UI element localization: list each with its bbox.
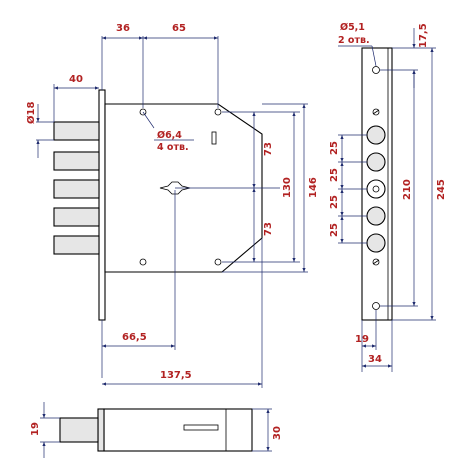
dim-25-1: 25 <box>329 141 340 155</box>
mount-hole-1 <box>139 108 147 116</box>
dim-137-5: 137,5 <box>160 370 192 381</box>
dim-73-top: 73 <box>263 142 274 156</box>
dim-side-19: 19 <box>30 422 41 436</box>
dim-73-bottom: 73 <box>263 222 274 236</box>
faceplate-bolt-1 <box>366 125 386 145</box>
side-slot <box>183 424 219 431</box>
mount-hole-4 <box>214 258 222 266</box>
faceplate-bolt-5 <box>366 233 386 253</box>
lock-front-view <box>53 89 263 321</box>
bolt-1 <box>53 121 100 141</box>
dim-66-5: 66,5 <box>122 332 147 343</box>
dim-25-2: 25 <box>329 168 340 182</box>
mount-hole-3 <box>139 258 147 266</box>
dim-face-hole-count: 2 отв. <box>338 35 370 46</box>
dim-245: 245 <box>436 179 447 200</box>
faceplate-strip <box>98 89 106 321</box>
faceplate-bolt-3 <box>366 179 386 199</box>
faceplate-view <box>361 47 393 321</box>
bolt-4 <box>53 207 100 227</box>
faceplate-bolt-4 <box>366 206 386 226</box>
dim-17-5: 17,5 <box>418 23 429 48</box>
faceplate-hole-bottom <box>372 302 380 310</box>
bolt-3 <box>53 179 100 199</box>
bolt-5 <box>53 235 100 255</box>
dim-36: 36 <box>116 23 130 34</box>
faceplate-hole-top <box>372 66 380 74</box>
mount-hole-2 <box>214 108 222 116</box>
front-dimensions: 36 65 40 Ø18 Ø6,4 4 отв. 73 73 130 146 <box>25 23 319 388</box>
dim-bolt-diameter: Ø18 <box>25 102 37 124</box>
side-dimensions: 19 30 <box>30 402 283 458</box>
bolt-2 <box>53 151 100 171</box>
dim-130: 130 <box>282 177 293 198</box>
dim-40: 40 <box>69 74 83 85</box>
dim-face-19: 19 <box>355 334 369 345</box>
dim-hole-count: 4 отв. <box>157 142 189 153</box>
dim-65: 65 <box>172 23 186 34</box>
side-faceplate <box>97 408 105 452</box>
lock-side-view <box>59 408 253 452</box>
dim-25-4: 25 <box>329 223 340 237</box>
dim-hole-diameter: Ø6,4 <box>157 130 182 141</box>
faceplate-dimensions: Ø5,1 2 отв. 17,5 25 25 25 25 210 245 <box>329 22 447 372</box>
side-body <box>103 408 253 452</box>
dim-34: 34 <box>368 354 382 365</box>
dim-146: 146 <box>308 177 319 198</box>
key-slot <box>211 131 217 145</box>
faceplate-bolt-2 <box>366 152 386 172</box>
dim-side-30: 30 <box>272 426 283 440</box>
dim-face-hole-diameter: Ø5,1 <box>340 22 365 33</box>
dim-25-3: 25 <box>329 195 340 209</box>
dim-210: 210 <box>402 179 413 200</box>
side-bolt <box>59 417 99 443</box>
